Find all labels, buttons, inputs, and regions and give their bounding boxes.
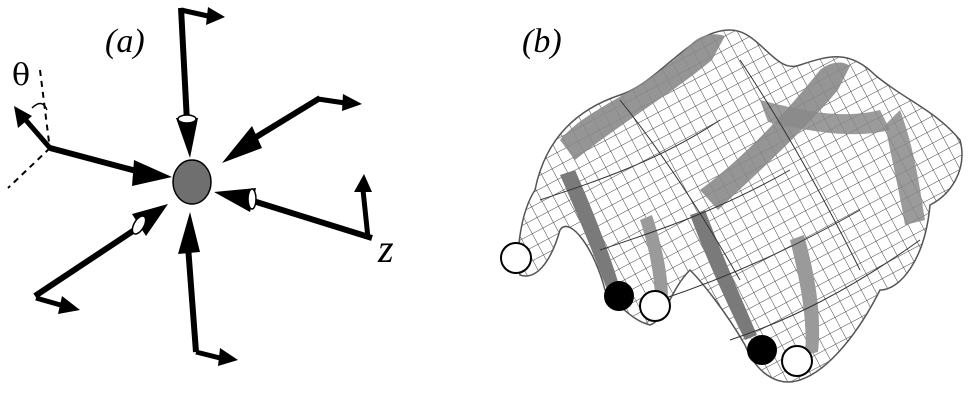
filled-marker xyxy=(604,281,634,311)
beam-upper-right xyxy=(222,94,362,163)
open-marker xyxy=(500,242,532,274)
beam-bottom xyxy=(178,212,238,366)
beam-left xyxy=(14,106,172,186)
open-marker xyxy=(639,290,671,322)
panel-b: (b) xyxy=(500,23,963,383)
panel-a-label: (a) xyxy=(105,23,145,60)
beam-right: z xyxy=(214,174,394,271)
panel-b-label: (b) xyxy=(522,23,562,60)
filled-marker xyxy=(747,335,777,365)
theta-symbol: θ xyxy=(12,58,30,93)
open-marker xyxy=(781,345,813,377)
beam-top xyxy=(176,7,225,158)
panel-a: (a) θ z xyxy=(7,7,394,366)
z-axis-label: z xyxy=(377,226,394,271)
beam-lower-left xyxy=(33,204,168,314)
potential-surface xyxy=(517,29,963,383)
angle-indicator: θ xyxy=(7,58,51,189)
center-ion xyxy=(172,159,212,205)
